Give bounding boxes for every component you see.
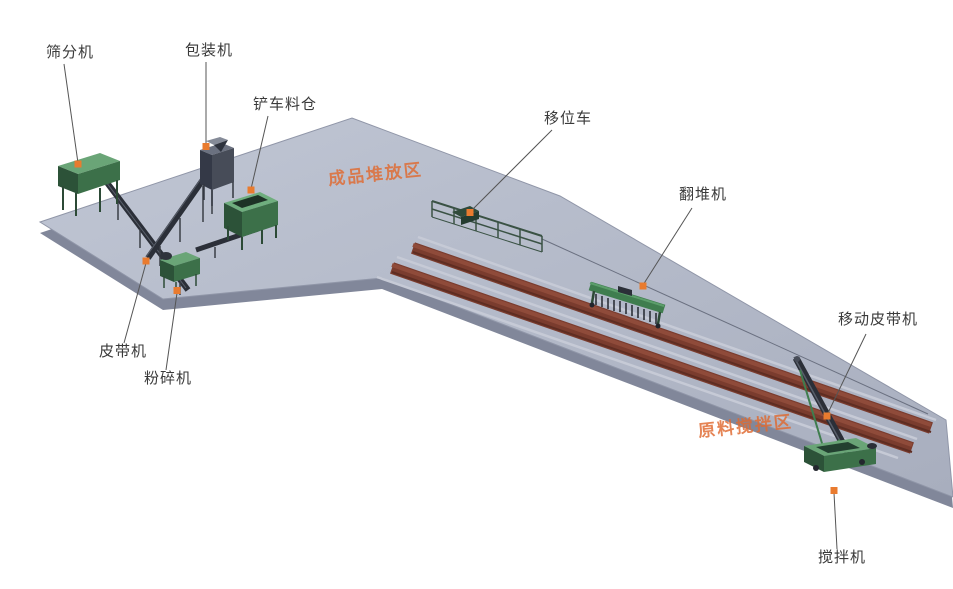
turner-motor xyxy=(618,286,632,296)
leader-crusher xyxy=(165,287,181,371)
trough-lane-material xyxy=(411,242,933,434)
screening-machine xyxy=(58,153,120,216)
label-belt-conveyor: 皮带机 xyxy=(99,343,148,360)
crusher-motor xyxy=(160,252,172,260)
marker-screening xyxy=(74,160,82,168)
label-mixer: 搅拌机 xyxy=(818,549,867,566)
callout-leaders xyxy=(63,62,867,550)
marker-mixer xyxy=(830,487,838,494)
compost-turner xyxy=(588,281,666,329)
crusher-machine xyxy=(160,252,200,293)
label-screening-machine: 筛分机 xyxy=(46,44,95,61)
leader-mobile-belt xyxy=(823,333,867,420)
transfer-cart xyxy=(452,206,479,225)
packing-machine xyxy=(200,137,234,206)
label-transfer-cart: 移位车 xyxy=(544,110,593,127)
marker-mobile-belt xyxy=(823,412,831,420)
mixer-motor xyxy=(867,443,877,449)
leader-turner xyxy=(639,207,693,290)
marker-belt xyxy=(142,257,150,265)
marker-packing xyxy=(202,143,210,150)
marker-loader-hopper xyxy=(247,186,255,194)
label-loader-hopper: 铲车料仓 xyxy=(253,96,318,113)
mixer-machine xyxy=(804,438,877,472)
label-mobile-belt-conveyor: 移动皮带机 xyxy=(838,311,919,328)
marker-crusher xyxy=(173,287,181,294)
leader-loader-hopper xyxy=(247,115,269,194)
leader-screening xyxy=(63,63,82,168)
leader-packing xyxy=(202,62,210,150)
mobile-belt-conveyor xyxy=(792,356,852,458)
trough-wall xyxy=(376,275,899,460)
leader-transfer-cart xyxy=(466,129,553,216)
label-crusher: 粉碎机 xyxy=(144,370,193,387)
trough-lane-highlight xyxy=(412,243,932,427)
leader-mixer xyxy=(830,487,838,550)
marker-turner xyxy=(639,282,647,290)
leader-belt xyxy=(123,257,150,344)
transfer-cart-rails xyxy=(431,200,543,253)
label-packing-machine: 包装机 xyxy=(185,42,234,59)
label-compost-turner: 翻堆机 xyxy=(679,186,728,203)
trough-lane-shadow xyxy=(391,271,913,453)
turner-tines xyxy=(595,294,657,324)
loader-hopper xyxy=(224,192,278,250)
trough-lane-shadow xyxy=(412,251,932,433)
trough-wall xyxy=(417,235,937,422)
marker-transfer-cart xyxy=(466,209,474,216)
track-rail xyxy=(541,238,929,415)
